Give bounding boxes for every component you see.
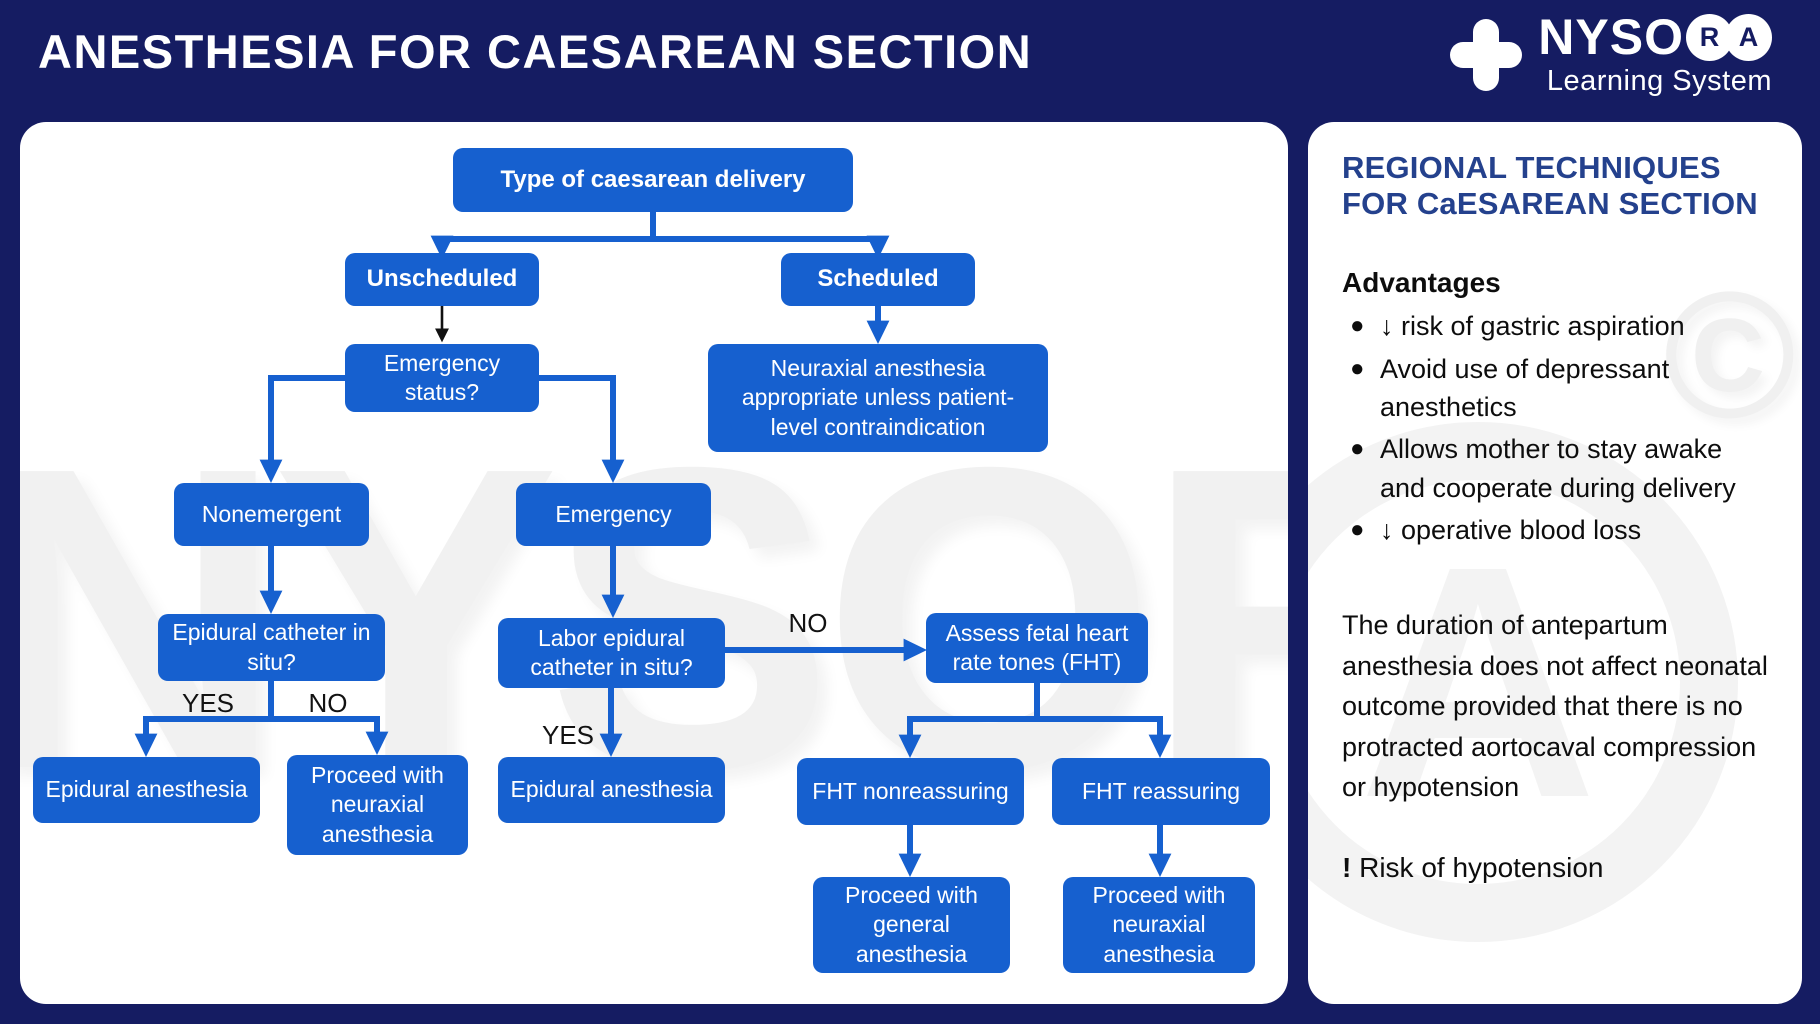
advantages-heading: Advantages [1342,267,1501,299]
bullet-icon: ● [1350,354,1365,382]
flowchart-connectors [134,212,1172,878]
edge-label-yes-middle: YES [541,720,595,750]
bullet-icon: ● [1350,312,1365,340]
node-epidural-anesthesia-middle: Epidural anesthesia [498,757,725,823]
logo-circle-a: A [1725,13,1772,61]
node-assess-fht: Assess fetal heart rate tones (FHT) [926,613,1148,683]
list-item: ● Avoid use of depressant anesthetics [1342,350,1768,427]
node-epidural-catheter-in-situ: Epidural catheter in situ? [158,614,385,681]
medical-cross-icon [1448,17,1524,93]
bullet-text: Allows mother to stay awake and cooperat… [1380,434,1736,503]
edge-label-no-middle: NO [788,608,828,638]
node-fht-nonreassuring: FHT nonreassuring [797,758,1024,825]
node-emergency-status: Emergency status? [345,344,539,412]
node-neuraxial-appropriate: Neuraxial anesthesia appropriate unless … [708,344,1048,452]
node-fht-reassuring: FHT reassuring [1052,758,1270,825]
node-emergency: Emergency [516,483,711,546]
nysora-logo: NYSO R A Learning System [1448,12,1772,98]
node-labor-epidural-catheter-in-situ: Labor epidural catheter in situ? [498,618,725,688]
copyright-watermark: © [1663,255,1796,456]
list-item: ● ↓ risk of gastric aspiration [1342,307,1768,345]
logo-text-block: NYSO R A Learning System [1538,12,1772,98]
exclamation-mark: ! [1342,851,1352,883]
node-proceed-neuraxial-left: Proceed with neuraxial anesthesia [287,755,468,855]
bullet-text: ↓ operative blood loss [1380,514,1642,545]
edge-label-no-left: NO [308,688,348,718]
list-item: ● ↓ operative blood loss [1342,511,1768,549]
logo-subtitle: Learning System [1546,65,1772,97]
bullet-icon: ● [1350,435,1365,463]
risk-warning: ! Risk of hypotension [1342,852,1768,884]
edge-label-yes-left: YES [181,688,235,718]
node-scheduled: Scheduled [781,253,975,306]
page-title: ANESTHESIA FOR CAESAREAN SECTION [38,25,1033,78]
node-proceed-general: Proceed with general anesthesia [813,877,1010,973]
node-type-of-caesarean-delivery: Type of caesarean delivery [453,148,853,212]
node-proceed-neuraxial-right: Proceed with neuraxial anesthesia [1063,877,1255,973]
logo-name: NYSO [1538,9,1684,65]
list-item: ● Allows mother to stay awake and cooper… [1342,430,1768,507]
sidebar-panel: © A REGIONAL TECHNIQUES FOR CaESAREAN SE… [1308,122,1802,1004]
node-unscheduled: Unscheduled [345,253,539,306]
bullet-text: Avoid use of depressant anesthetics [1380,353,1670,422]
bullet-icon: ● [1350,515,1365,543]
bullet-text: ↓ risk of gastric aspiration [1380,311,1685,342]
sidebar-paragraph: The duration of antepartum anesthesia do… [1342,610,1768,803]
node-epidural-anesthesia-left: Epidural anesthesia [33,757,260,823]
advantages-list: ● ↓ risk of gastric aspiration ● Avoid u… [1342,307,1768,549]
warning-text: Risk of hypotension [1351,851,1604,883]
sidebar-title: REGIONAL TECHNIQUES FOR CaESAREAN SECTIO… [1342,150,1758,221]
node-nonemergent: Nonemergent [174,483,369,546]
